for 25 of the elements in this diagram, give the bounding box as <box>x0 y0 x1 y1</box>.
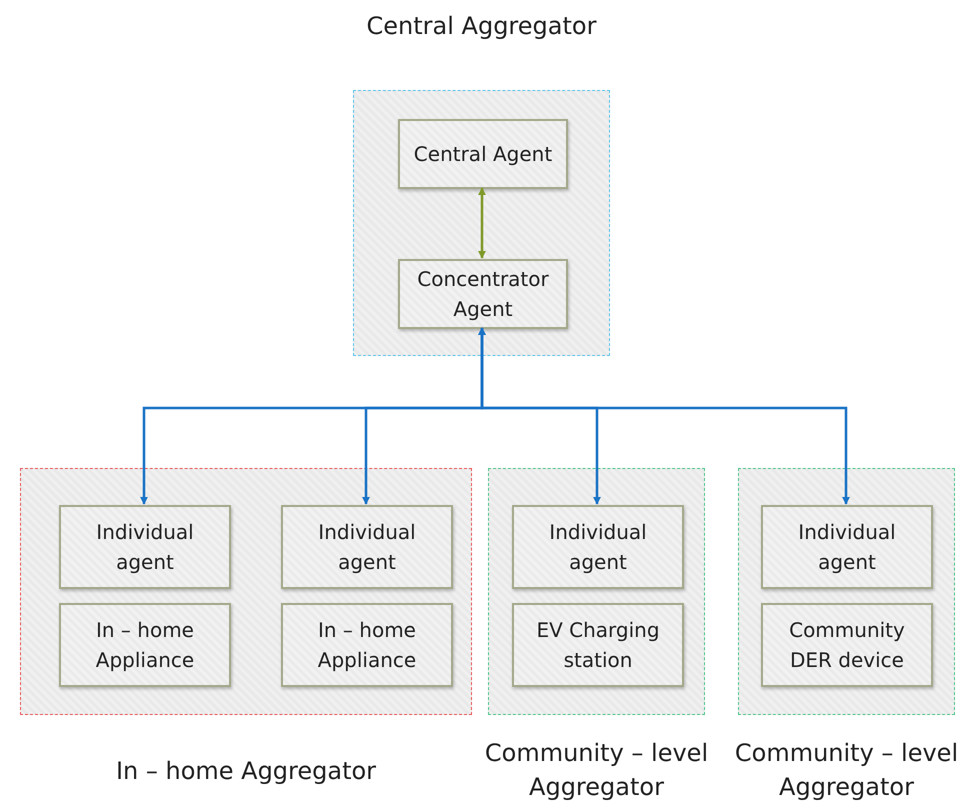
agent-label: In – home Appliance <box>94 617 196 674</box>
agent-box <box>59 505 231 589</box>
arrow <box>478 327 850 505</box>
agent-box <box>398 259 568 329</box>
agent-label: Central Agent <box>414 141 552 168</box>
agent-box <box>281 505 453 589</box>
group-heading: Community – level Aggregator <box>734 738 960 803</box>
agent-box <box>512 505 684 589</box>
agent-label: Individual agent <box>317 519 417 576</box>
agent-box <box>281 603 453 687</box>
agent-label: EV Charging station <box>535 617 661 674</box>
group-heading: Central Aggregator <box>366 11 598 42</box>
agent-label: Individual agent <box>95 519 195 576</box>
agent-label: Community DER device <box>788 617 906 674</box>
agent-box <box>398 119 568 189</box>
agent-label: Concentrator Agent <box>416 266 550 323</box>
agent-box <box>59 603 231 687</box>
agent-label: Individual agent <box>548 519 648 576</box>
agent-box <box>512 603 684 687</box>
agent-box <box>761 603 933 687</box>
group-heading: Community – level Aggregator <box>484 738 710 803</box>
agent-label: Individual agent <box>797 519 897 576</box>
agent-label: In – home Appliance <box>316 617 418 674</box>
arrow <box>478 187 486 259</box>
agent-box <box>761 505 933 589</box>
